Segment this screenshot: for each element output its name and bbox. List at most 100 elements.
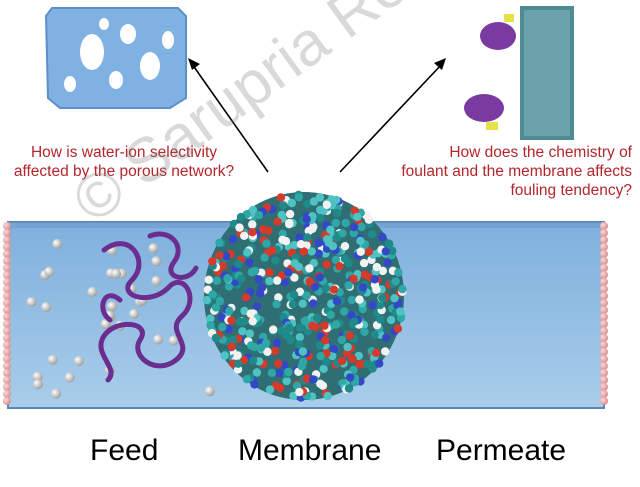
membrane-atom bbox=[290, 259, 299, 268]
ion-particle bbox=[168, 335, 179, 346]
wall-atom bbox=[600, 257, 608, 265]
membrane-atom bbox=[243, 248, 252, 257]
membrane-atom bbox=[376, 300, 385, 310]
left-wall-atoms bbox=[3, 222, 11, 405]
membrane-atom bbox=[265, 276, 274, 286]
membrane-atom bbox=[217, 313, 226, 322]
membrane-atom bbox=[208, 290, 217, 299]
membrane-atom bbox=[303, 233, 312, 242]
ion-particle bbox=[64, 372, 75, 383]
membrane-atom bbox=[315, 193, 325, 202]
membrane-atom bbox=[378, 293, 387, 303]
ion-particle bbox=[41, 302, 52, 313]
membrane-atom bbox=[284, 367, 293, 377]
membrane-atom bbox=[250, 380, 259, 389]
membrane-atom bbox=[284, 268, 293, 277]
membrane-atom bbox=[224, 282, 234, 291]
membrane-atom bbox=[302, 291, 311, 300]
wall-atom bbox=[3, 222, 11, 230]
membrane-atom bbox=[235, 223, 244, 232]
membrane-atom bbox=[320, 336, 330, 345]
membrane-atom bbox=[208, 257, 217, 266]
membrane-atom bbox=[233, 359, 243, 368]
membrane-atom bbox=[372, 285, 381, 294]
membrane-atom bbox=[223, 274, 232, 283]
wall-atom bbox=[600, 376, 608, 384]
membrane-atom bbox=[309, 299, 318, 308]
wall-atom bbox=[600, 222, 608, 230]
wall-atom bbox=[600, 390, 608, 398]
membrane-atom bbox=[332, 234, 341, 243]
membrane-atom bbox=[372, 348, 381, 357]
membrane-atom bbox=[314, 238, 323, 248]
membrane-atom bbox=[332, 297, 342, 306]
membrane-atom bbox=[307, 247, 316, 256]
ion-particle bbox=[73, 356, 84, 366]
membrane-atom bbox=[211, 333, 221, 343]
membrane-atom bbox=[238, 327, 247, 336]
membrane-atom bbox=[254, 210, 264, 220]
membrane-atom bbox=[285, 323, 294, 333]
membrane-atom bbox=[225, 306, 234, 315]
wall-atom bbox=[600, 313, 608, 321]
membrane-atom bbox=[315, 213, 325, 223]
wall-atom bbox=[3, 243, 11, 251]
membrane-atom bbox=[346, 373, 355, 382]
membrane-atom bbox=[355, 295, 364, 304]
membrane-atom bbox=[273, 217, 282, 226]
membrane-cluster bbox=[202, 190, 407, 402]
wall-atom bbox=[3, 278, 11, 286]
arrow-right bbox=[339, 58, 446, 173]
membrane-atom bbox=[206, 314, 215, 323]
membrane-atom bbox=[288, 300, 298, 309]
ion-particle bbox=[87, 287, 98, 297]
membrane-atom bbox=[360, 270, 370, 279]
membrane-atom bbox=[349, 228, 358, 238]
membrane-atom bbox=[296, 240, 306, 249]
membrane-atom bbox=[353, 212, 362, 222]
membrane-atom bbox=[252, 368, 262, 377]
ion-particle bbox=[51, 388, 62, 399]
membrane-atom bbox=[326, 310, 335, 320]
membrane-atom bbox=[372, 262, 381, 272]
membrane-atom bbox=[344, 281, 353, 290]
membrane-atom bbox=[275, 368, 284, 378]
membrane-atom bbox=[326, 225, 335, 234]
membrane-atom bbox=[246, 341, 256, 350]
membrane-atom bbox=[245, 329, 255, 338]
wall-atom bbox=[600, 341, 608, 349]
membrane-atom bbox=[316, 352, 325, 361]
membrane-atom bbox=[370, 330, 379, 339]
ion-particle bbox=[26, 297, 37, 307]
ion-particle bbox=[32, 371, 43, 382]
wall-atom bbox=[3, 257, 11, 265]
membrane-atom bbox=[364, 247, 374, 256]
membrane-atom bbox=[282, 376, 291, 386]
membrane-atom bbox=[274, 359, 283, 368]
label-membrane: Membrane bbox=[238, 434, 382, 467]
membrane-atom bbox=[295, 233, 304, 242]
membrane-atom bbox=[270, 346, 280, 356]
wall-atom bbox=[600, 362, 608, 370]
membrane-atom bbox=[298, 347, 308, 356]
membrane-atom bbox=[248, 317, 257, 326]
wall-atom bbox=[600, 243, 608, 251]
membrane-atom bbox=[228, 235, 238, 244]
membrane-atom bbox=[236, 212, 246, 222]
wall-atom bbox=[3, 313, 11, 321]
wall-atom bbox=[3, 348, 11, 356]
wall-atom bbox=[3, 341, 11, 349]
membrane-atom bbox=[348, 354, 357, 363]
membrane-atom bbox=[298, 299, 307, 308]
membrane-atom bbox=[248, 220, 257, 229]
membrane-atom bbox=[394, 268, 403, 277]
wall-atom bbox=[3, 320, 11, 328]
membrane-atom bbox=[241, 293, 251, 302]
question-foulant-chemistry: How does the chemistry of foulant and th… bbox=[401, 144, 632, 199]
wall-atom bbox=[600, 327, 608, 335]
membrane-atom bbox=[248, 356, 258, 365]
membrane-atom bbox=[396, 307, 405, 316]
membrane-atom bbox=[220, 351, 229, 360]
ion-particle bbox=[47, 354, 58, 365]
wall-atom bbox=[3, 362, 11, 370]
